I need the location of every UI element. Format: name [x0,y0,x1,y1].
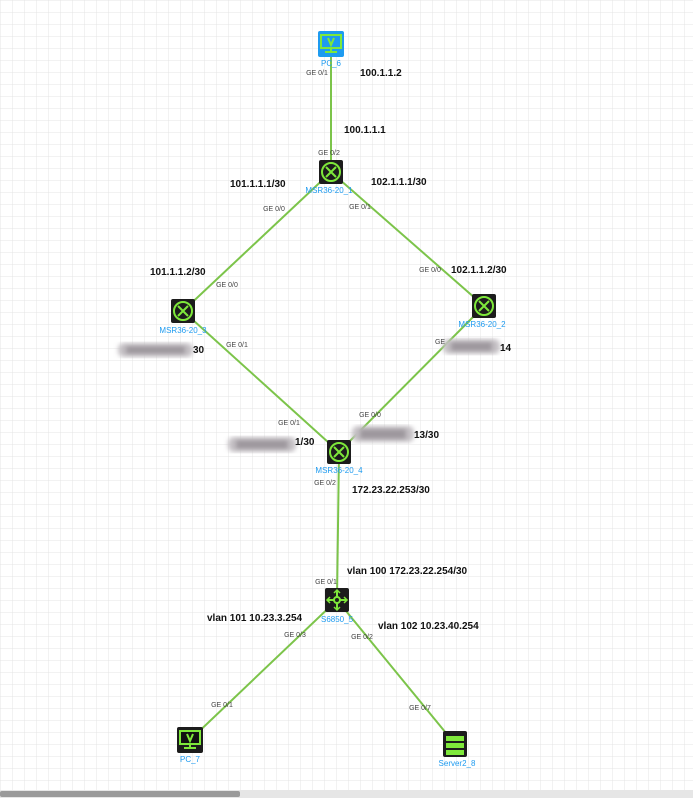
ip-label-r3-ge01-ip: 30 [193,345,205,356]
link-sw5-pc7[interactable] [189,599,338,741]
router-icon [472,294,496,318]
node-label: MSR36-20_2 [458,320,506,329]
horizontal-scrollbar[interactable] [0,790,693,798]
port-label: GE 0/2 [318,150,340,157]
ip-label-r1-ge02-ip: 100.1.1.1 [344,125,386,136]
port-label: GE 0/1 [315,579,337,586]
link-r1-r3[interactable] [182,171,332,312]
node-label: PC_6 [321,59,342,68]
port-label: GE 0/1 [211,702,233,709]
node-r2[interactable]: MSR36-20_2 [458,294,506,329]
ip-label-r3-ge00-ip: 101.1.1.2/30 [150,267,206,278]
ip-label-sw5-vlan100: vlan 100 172.23.22.254/30 [347,566,468,577]
links-layer [182,44,485,745]
ip-layer: 100.1.1.2 100.1.1.1 101.1.1.1/30 102.1.1.1/… [150,68,512,632]
port-label: GE 0/3 [284,632,306,639]
blur-layer [118,339,500,452]
port-label: GE 0/1 [278,420,300,427]
port-label: GE 0/0 [216,282,238,289]
ip-label-r1-ge00-ip: 101.1.1.1/30 [230,179,286,190]
node-label: Server2_8 [439,759,476,768]
scrollbar-thumb[interactable] [0,791,240,797]
node-sw5[interactable]: S6850_5 [321,588,354,624]
port-label: GE 0/1 [349,204,371,211]
router-icon [319,160,343,184]
node-pc6[interactable]: PC_6 [318,31,344,68]
node-pc7[interactable]: PC_7 [177,727,203,764]
ip-label-r2-ge-ip: 14 [500,343,512,354]
link-r1-r2[interactable] [330,171,485,307]
port-label: GE 0/1 [226,342,248,349]
node-label: MSR36-20_1 [305,186,353,195]
ip-label-r2-ge00-ip: 102.1.1.2/30 [451,265,507,276]
port-label: GE 0/7 [409,705,431,712]
blurred-region [228,437,296,452]
switch-icon [325,588,349,612]
node-label: S6850_5 [321,615,354,624]
ip-label-pc6-ip: 100.1.1.2 [360,68,402,79]
pc-icon [318,31,344,57]
blurred-region [352,426,414,442]
port-label: GE 0/2 [314,480,336,487]
ports-layer: GE 0/1 GE 0/2 GE 0/0 GE 0/0 GE 0/1 GE 0/0 GE 0… [211,70,445,712]
link-r4-sw5[interactable] [336,451,340,601]
router-icon [171,299,195,323]
node-label: MSR36-20_3 [159,326,207,335]
ip-label-r4-ge00-ip: 13/30 [414,430,439,441]
server-icon [443,731,467,757]
ip-label-r4-ge02-ip: 172.23.22.253/30 [352,485,430,496]
ip-label-r4-ge01-ip: 1/30 [295,437,315,448]
blurred-region [443,339,500,354]
port-label: GE 0/2 [351,634,373,641]
node-srv8[interactable]: Server2_8 [439,731,476,768]
port-label: GE 0/0 [419,267,441,274]
pc-icon [177,727,203,753]
node-label: MSR36-20_4 [315,466,363,475]
ip-label-sw5-vlan102: vlan 102 10.23.40.254 [378,621,479,632]
node-label: PC_7 [180,755,201,764]
link-sw5-srv8[interactable] [336,599,456,745]
link-r3-r4[interactable] [182,310,340,453]
port-label: GE 0/0 [359,412,381,419]
node-r1[interactable]: MSR36-20_1 [305,160,353,195]
node-r4[interactable]: MSR36-20_4 [315,440,363,475]
router-icon [327,440,351,464]
ip-label-sw5-vlan101: vlan 101 10.23.3.254 [207,613,303,624]
port-label: GE 0/1 [306,70,328,77]
port-label: GE 0/0 [263,206,285,213]
node-r3[interactable]: MSR36-20_3 [159,299,207,335]
port-label: GE [435,339,445,346]
ip-label-r1-ge01-ip: 102.1.1.1/30 [371,177,427,188]
blurred-region [118,343,193,357]
